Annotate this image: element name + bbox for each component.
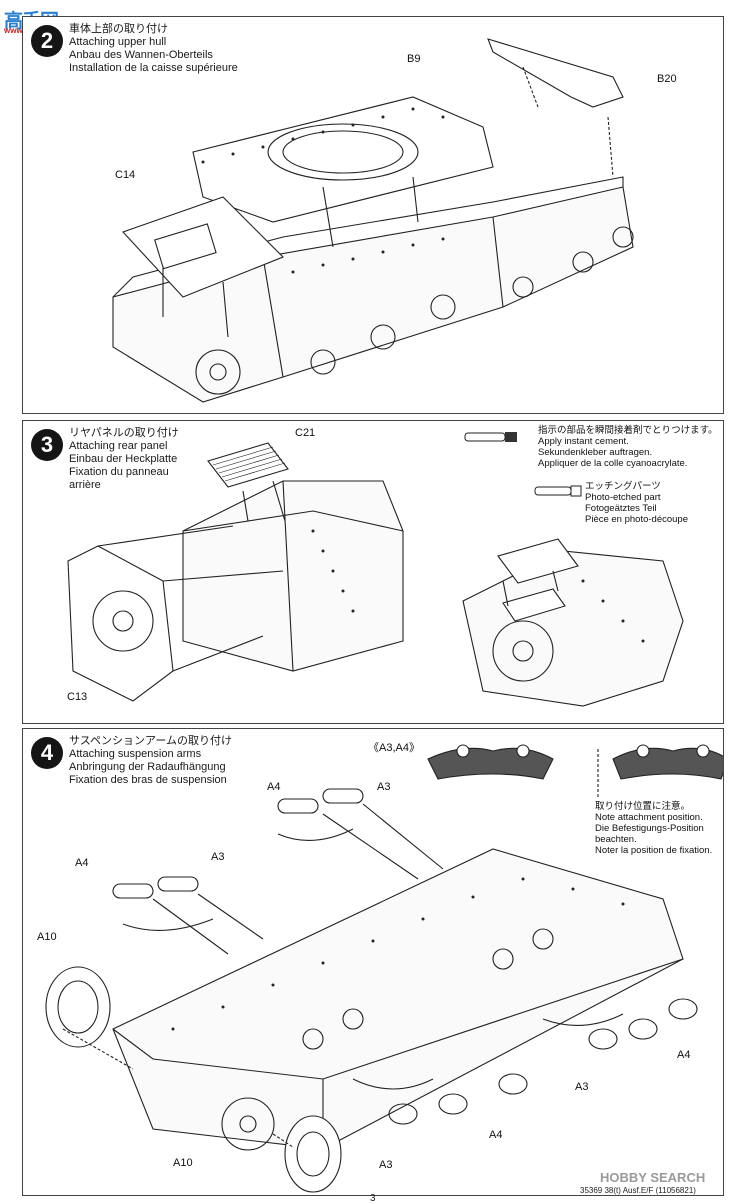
etched-note-de: Fotogeätztes Teil — [585, 503, 657, 514]
detail-label-a3-a4: 《A3,A4》 — [368, 742, 420, 754]
part-label-a3-right: A3 — [575, 1081, 589, 1093]
step-3-title-ja: リヤパネルの取り付け — [69, 427, 179, 439]
step-4-title-fr: Fixation des bras de suspension — [69, 774, 227, 786]
attach-note-de-1: Die Befestigungs-Position — [595, 823, 704, 834]
attach-note-de-2: beachten. — [595, 834, 637, 845]
step-3-titles: リヤパネルの取り付け Attaching rear panel Einbau d… — [69, 427, 179, 492]
cement-tube-icon — [464, 432, 517, 442]
part-label-a4-top: A4 — [267, 781, 281, 793]
attach-note: 取り付け位置に注意。 Note attachment position. Die… — [595, 801, 712, 856]
step-2-title-en: Attaching upper hull — [69, 36, 167, 48]
part-label-c13: C13 — [67, 691, 88, 703]
step-2-panel: 2 車体上部の取り付け Attaching upper hull Anbau d… — [22, 16, 724, 414]
step-4-title-ja: サスペンションアームの取り付け — [69, 735, 233, 747]
step-3-title-fr: Fixation du panneau — [69, 466, 169, 478]
step-4-suspension-drawing — [45, 744, 723, 1193]
step-2-titles: 車体上部の取り付け Attaching upper hull Anbau des… — [69, 23, 238, 75]
step-3-panel: 3 リヤパネルの取り付け Attaching rear panel Einbau… — [22, 420, 724, 724]
etched-note-ja: エッチングパーツ — [585, 481, 661, 492]
part-label-a3-top: A3 — [377, 781, 391, 793]
step-3-title-en: Attaching rear panel — [69, 440, 168, 452]
step-3-title-de: Einbau der Heckplatte — [69, 453, 178, 465]
hobby-search-watermark: HOBBY SEARCH — [600, 1170, 706, 1185]
etched-note-en: Photo-etched part — [585, 492, 661, 503]
step-4-title-de: Anbringung der Radaufhängung — [69, 761, 226, 773]
step-4-title-en: Attaching suspension arms — [69, 748, 202, 760]
step-2-badge: 2 — [31, 25, 63, 57]
step-3-badge: 3 — [31, 429, 63, 461]
step-4-panel: 4 サスペンションアームの取り付け Attaching suspension a… — [22, 728, 724, 1196]
part-label-c21: C21 — [295, 427, 316, 439]
etched-part-icon — [534, 485, 582, 497]
attach-note-en: Note attachment position. — [595, 812, 703, 823]
footer-product-code: 35369 38(t) Ausf.E/F (11056821) — [580, 1186, 696, 1195]
step-3-rear-panel-drawing — [67, 442, 684, 707]
part-label-b9: B9 — [407, 53, 421, 65]
cement-note-en: Apply instant cement. — [538, 436, 629, 447]
part-label-c14: C14 — [115, 169, 136, 181]
step-3-title-fr-2: arrière — [69, 479, 101, 491]
step-2-title-de: Anbau des Wannen-Oberteils — [69, 49, 213, 61]
part-label-a10-left: A10 — [37, 931, 57, 943]
step-2-title-ja: 車体上部の取り付け — [69, 23, 168, 35]
cement-note: 指示の部品を瞬間接着剤でとりつけます。 Apply instant cement… — [538, 425, 718, 469]
part-label-a3-bottom: A3 — [379, 1159, 393, 1171]
part-label-b20: B20 — [657, 73, 677, 85]
step-4-titles: サスペンションアームの取り付け Attaching suspension arm… — [69, 735, 232, 787]
attach-note-fr: Noter la position de fixation. — [595, 845, 713, 856]
attach-note-ja: 取り付け位置に注意。 — [595, 801, 691, 812]
part-label-a4-left: A4 — [75, 857, 89, 869]
etched-note-fr: Pièce en photo-découpe — [585, 514, 688, 525]
step-4-badge: 4 — [31, 737, 63, 769]
part-label-a10-bottom: A10 — [173, 1157, 193, 1169]
step-2-title-fr: Installation de la caisse supérieure — [69, 62, 238, 74]
cement-note-de: Sekundenkleber auftragen. — [538, 447, 653, 458]
etched-note: エッチングパーツ Photo-etched part Fotogeätztes … — [585, 481, 688, 525]
page-number: 3 — [370, 1193, 376, 1204]
part-label-a3-left: A3 — [211, 851, 225, 863]
cement-note-fr: Appliquer de la colle cyanoacrylate. — [538, 458, 688, 469]
part-label-a4-bottom: A4 — [489, 1129, 503, 1141]
cement-note-ja: 指示の部品を瞬間接着剤でとりつけます。 — [538, 425, 718, 436]
step-2-hull-drawing — [112, 38, 634, 403]
part-label-a4-right: A4 — [677, 1049, 691, 1061]
